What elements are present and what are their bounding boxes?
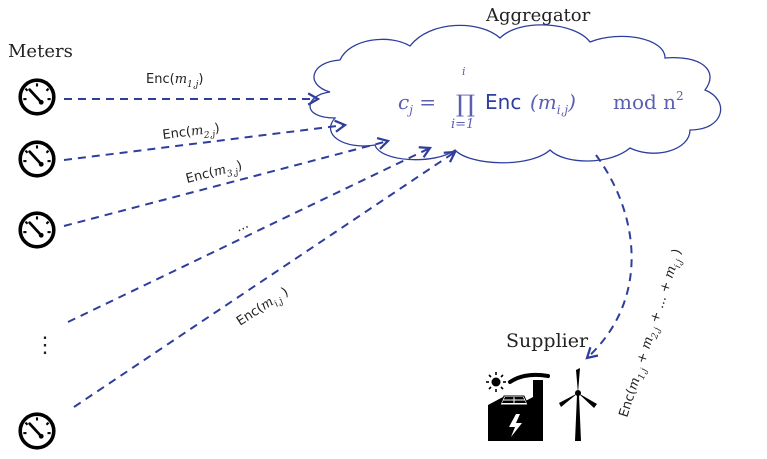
- formula-prod-lower: i=1: [451, 117, 474, 132]
- supplier-power-plant-icon: [486, 368, 597, 441]
- formula-lhs: c: [398, 90, 409, 114]
- factory-icon: [488, 380, 543, 441]
- meter-icon-1: [18, 78, 56, 116]
- solar-panel-icon: [499, 395, 529, 406]
- vertical-dots: ⋮: [34, 333, 56, 358]
- formula-arg: (m: [530, 90, 557, 114]
- formula-enc: Enc: [485, 90, 521, 114]
- meters-label: Meters: [8, 41, 73, 62]
- formula-eq: =: [413, 90, 436, 114]
- formula-mod: mod n: [613, 90, 676, 114]
- aggregator-label: Aggregator: [485, 5, 591, 26]
- aggregation-formula: cj = ∏ i i=1 Enc (mi,j) mod n2: [398, 65, 684, 132]
- svg-text:(mi,j): (mi,j): [530, 90, 576, 117]
- arrow-meter-i: [73, 150, 457, 408]
- arrow-meter-2: [63, 119, 348, 161]
- formula-prod-upper: i: [462, 65, 466, 78]
- aggregator-cloud: [309, 24, 722, 164]
- arrow-to-supplier: [585, 154, 633, 360]
- formula-mod-sup: 2: [676, 89, 684, 103]
- formula-prod: ∏: [456, 90, 475, 118]
- formula-arg-close: ): [567, 90, 576, 114]
- edge-label-m3: Enc(m3,j): [184, 158, 244, 189]
- edge-label-m2: Enc(m2,j): [162, 121, 221, 146]
- formula-lhs-sub: j: [406, 103, 413, 117]
- formula-arg-sub: i,j: [557, 103, 569, 117]
- wind-turbine-icon: [559, 368, 597, 441]
- edge-label-mi: Enc(mi,j ): [234, 285, 293, 332]
- edge-label-dots: ...: [233, 217, 251, 236]
- meter-icon-4: [18, 412, 56, 450]
- svg-text:cj =: cj =: [398, 90, 436, 117]
- sun-icon: [486, 372, 506, 392]
- lightning-icon: [509, 414, 522, 437]
- edge-label-sum: Enc(m1,j + m2,j + ... + mi,j ): [617, 247, 689, 420]
- svg-text:mod n2: mod n2: [613, 89, 684, 114]
- arrow-meter-ellipsis: [67, 146, 433, 323]
- meter-icon-3: [18, 211, 56, 249]
- edge-label-m1: Enc(m1,j): [146, 72, 203, 90]
- meter-icon-2: [18, 140, 56, 178]
- supplier-label: Supplier: [506, 330, 589, 352]
